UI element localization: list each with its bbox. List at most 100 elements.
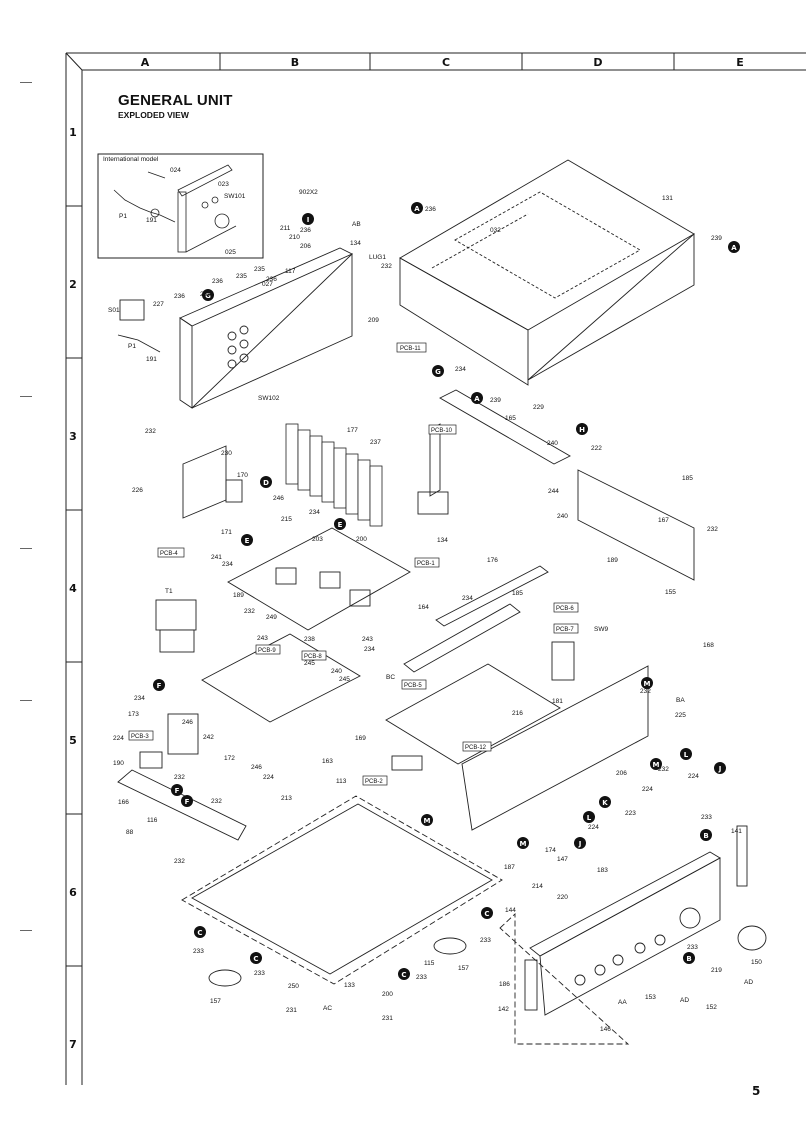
svg-text:L: L	[684, 751, 689, 759]
margin-mark	[20, 548, 32, 549]
part-label: 116	[147, 817, 158, 824]
part-label: 226	[132, 487, 143, 494]
inset-label-023: 023	[218, 181, 229, 188]
svg-text:K: K	[602, 799, 608, 807]
grid-row-1: 1	[69, 126, 77, 139]
part-label: 200	[356, 536, 367, 543]
svg-text:F: F	[175, 787, 180, 795]
part-label: 032	[490, 227, 501, 234]
inset-label-191: 191	[146, 217, 157, 224]
part-label: 243	[362, 636, 373, 643]
pcb-label-8: PCB-8	[301, 650, 327, 661]
callout-a: A	[471, 392, 483, 404]
top-cover-part	[399, 159, 695, 386]
part-label: 142	[498, 1006, 509, 1013]
part-label: 88	[126, 829, 134, 836]
part-label: 163	[322, 758, 333, 765]
svg-text:F: F	[157, 682, 162, 690]
part-label: 232	[145, 428, 156, 435]
callout-b: B	[683, 952, 695, 964]
part-label: 234	[134, 695, 145, 702]
svg-text:M: M	[520, 840, 527, 848]
part-label: 203	[312, 536, 323, 543]
pcb-label-7: PCB-7	[553, 623, 579, 634]
part-label: SW9	[594, 626, 608, 633]
part-label: 232	[707, 526, 718, 533]
part-label: 239	[711, 235, 722, 242]
part-label: 236	[300, 227, 311, 234]
part-label: AD	[744, 979, 753, 986]
part-label: S01	[108, 307, 120, 314]
pcb-label-5: PCB-5	[401, 679, 427, 690]
svg-text:A: A	[414, 205, 420, 213]
part-label: 245	[339, 676, 350, 683]
callout-c: C	[481, 907, 493, 919]
part-label: 171	[221, 529, 232, 536]
pcb-labels: PCB-11 PCB-10 PCB-4 PCB-1 PCB-6 PCB-7 PC…	[128, 342, 579, 786]
part-label: 232	[244, 608, 255, 615]
svg-text:PCB-4: PCB-4	[160, 551, 178, 557]
part-label: AC	[323, 1005, 332, 1012]
part-label: BA	[676, 697, 685, 704]
callout-a: A	[411, 202, 423, 214]
part-label: 224	[263, 774, 274, 781]
part-label: 165	[505, 415, 516, 422]
part-label: 200	[382, 991, 393, 998]
part-label: 155	[665, 589, 676, 596]
svg-text:PCB-10: PCB-10	[431, 428, 453, 434]
svg-text:B: B	[703, 832, 708, 840]
pcb-label-11: PCB-11	[396, 342, 427, 353]
part-label: AA	[618, 999, 627, 1006]
part-label: 215	[281, 516, 292, 523]
inset-international-model: International model 024 023 SW101 P1 191…	[97, 153, 264, 259]
inset-label-sw101: SW101	[224, 193, 246, 200]
grid-column-e: E	[736, 56, 744, 69]
grid-row-2: 2	[69, 278, 77, 291]
grid-column-d: D	[593, 56, 603, 69]
part-label: 224	[688, 773, 699, 780]
svg-text:PCB-12: PCB-12	[465, 745, 487, 751]
callout-k: K	[599, 796, 611, 808]
part-label: 234	[455, 366, 466, 373]
pcb10-assembly	[417, 389, 695, 581]
part-label: 224	[642, 786, 653, 793]
part-label: 191	[146, 356, 157, 363]
callout-c: C	[250, 952, 262, 964]
grid-frame	[65, 52, 806, 1085]
grid-column-b: B	[290, 56, 300, 69]
part-label: 170	[237, 472, 248, 479]
part-label: 236	[212, 278, 223, 285]
part-label: 233	[701, 814, 712, 821]
part-label: 240	[547, 440, 558, 447]
svg-text:PCB-6: PCB-6	[556, 606, 574, 612]
part-label: 231	[286, 1007, 297, 1014]
svg-text:J: J	[578, 840, 582, 848]
svg-text:PCB-5: PCB-5	[404, 683, 422, 689]
part-label: 232	[174, 858, 185, 865]
callout-d: D	[260, 476, 272, 488]
svg-text:L: L	[587, 814, 592, 822]
svg-text:C: C	[253, 955, 258, 963]
part-label: 230	[221, 450, 232, 457]
callout-j: J	[574, 837, 586, 849]
part-labels-center: T1 189 232 249 243 238 243 245 240 245 2…	[165, 588, 699, 901]
svg-text:A: A	[731, 244, 737, 252]
part-label: 245	[304, 660, 315, 667]
part-label: 133	[344, 982, 355, 989]
part-label: 131	[662, 195, 673, 202]
page-subtitle: EXPLODED VIEW	[118, 110, 189, 120]
part-label: 224	[588, 824, 599, 831]
part-label: 187	[504, 864, 515, 871]
part-label: 134	[437, 537, 448, 544]
inset-title: International model	[103, 156, 159, 163]
transformer-part	[155, 599, 197, 653]
part-label: 240	[331, 668, 342, 675]
part-label: 234	[222, 561, 233, 568]
grid-row-7: 7	[69, 1038, 77, 1051]
svg-text:M: M	[653, 761, 660, 769]
rear-panel-part	[117, 247, 354, 409]
part-label: 232	[381, 263, 392, 270]
pcb-label-9: PCB-9	[255, 644, 281, 655]
